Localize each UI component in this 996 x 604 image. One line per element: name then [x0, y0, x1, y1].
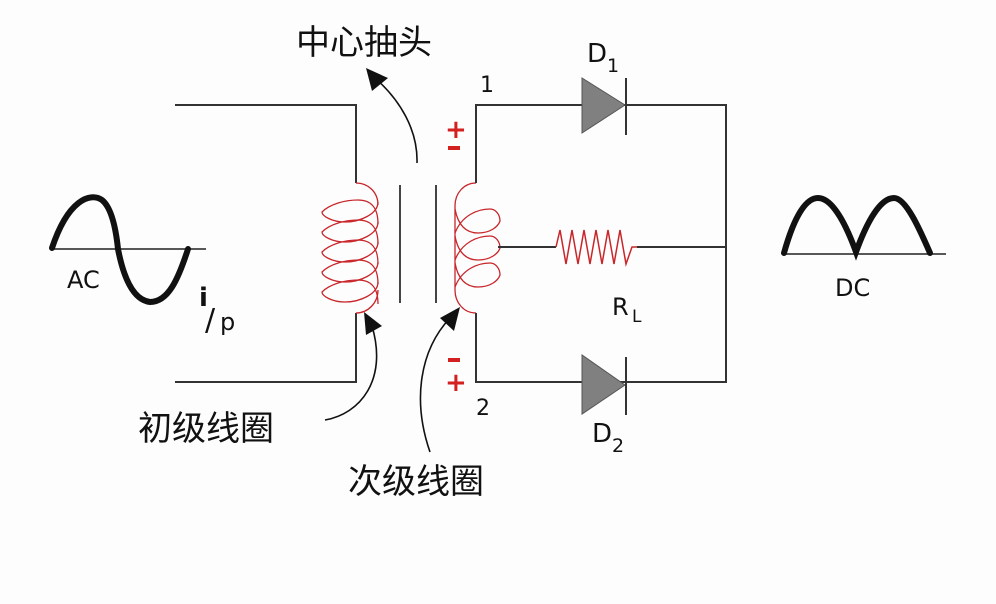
- secondary-coil-turn: [454, 208, 501, 234]
- diode-d2-triangle: [581, 354, 626, 415]
- secondary-coil-bottom-arc: [454, 289, 477, 314]
- top-minus-sign: [448, 146, 460, 150]
- ac-label: AC: [67, 266, 100, 294]
- primary-top-wire: [175, 104, 357, 183]
- center-tap-label: 中心抽头: [296, 23, 432, 63]
- diode-d2: [581, 354, 627, 415]
- input-current-slash: /: [205, 303, 216, 338]
- primary-bottom-wire: [175, 313, 357, 383]
- primary-coil-top-arc: [355, 182, 379, 206]
- dc-label: DC: [835, 274, 870, 302]
- secondary-coil-top-arc: [454, 182, 477, 207]
- diode-d1-label-main: D: [587, 39, 607, 69]
- center-tap-arrowhead: [366, 68, 388, 91]
- resistor-label-sub: L: [632, 307, 642, 327]
- center-tap-arrow-line: [374, 77, 418, 164]
- secondary-coil-turn: [454, 262, 501, 288]
- secondary-coil-label: 次级线圈: [348, 462, 484, 502]
- primary-coil-arrowhead: [364, 312, 382, 335]
- secondary-coil-arrow-line: [419, 317, 451, 453]
- primary-coil-label: 初级线圈: [138, 409, 274, 449]
- secondary-loop-wire: [475, 104, 727, 383]
- bottom-plus-sign: +: [445, 368, 467, 398]
- ac-waveform: [49, 194, 206, 306]
- input-current-i: i: [199, 283, 208, 313]
- diode-d1-label-sub: 1: [607, 55, 619, 77]
- secondary-coil-arrowhead: [440, 307, 460, 331]
- terminal-1-label: 1: [480, 73, 494, 98]
- diode-d1-triangle: [581, 77, 626, 134]
- bottom-minus-sign: [448, 358, 460, 362]
- primary-coil-turn: [321, 279, 379, 305]
- diode-d2-label-main: D: [592, 419, 612, 449]
- secondary-coil-turn: [454, 235, 501, 261]
- ac-sine-curve: [49, 194, 191, 306]
- dc-waveform: [781, 194, 946, 261]
- dc-rectified-curve: [781, 194, 933, 261]
- secondary-coil: [454, 182, 501, 314]
- diode-d2-label-sub: 2: [612, 435, 624, 457]
- primary-coil: [321, 182, 379, 314]
- primary-coil-arrow-line: [324, 325, 378, 421]
- resistor-label-main: R: [612, 293, 629, 321]
- diode-d1: [581, 77, 627, 135]
- load-resistor-zigzag: [555, 229, 637, 267]
- terminal-2-label: 2: [476, 396, 490, 421]
- primary-coil-bottom-arc: [355, 289, 379, 314]
- top-plus-sign: +: [445, 115, 467, 145]
- input-current-p: p: [220, 308, 235, 336]
